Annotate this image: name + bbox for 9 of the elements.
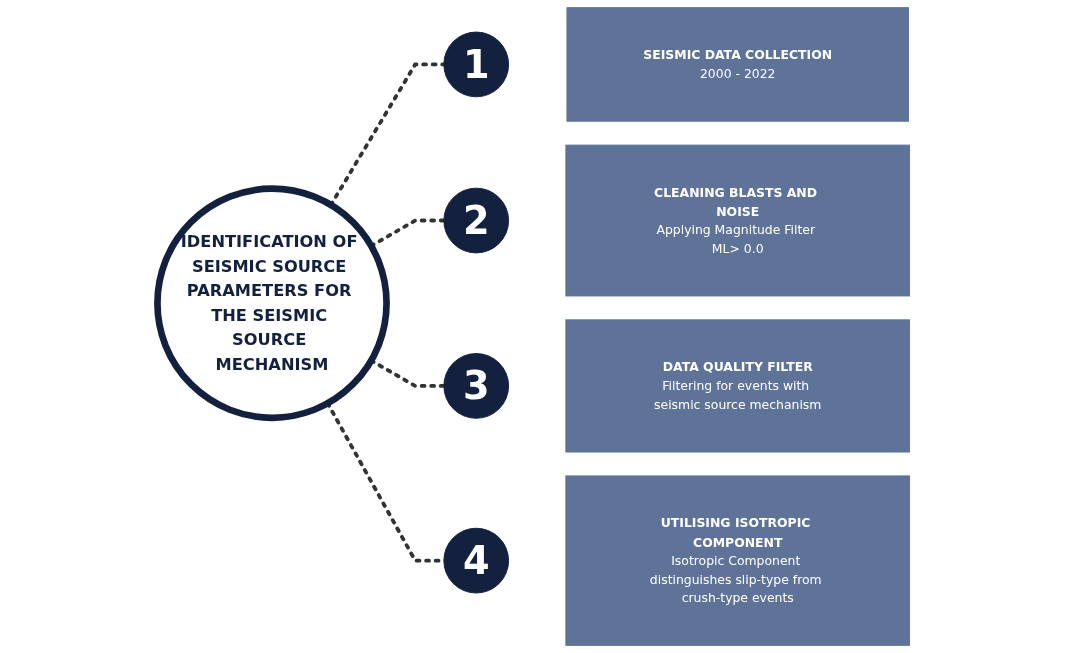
node-circle <box>443 31 510 98</box>
node-circle <box>443 353 510 419</box>
node-box <box>566 7 909 122</box>
node-box <box>565 475 911 646</box>
node-circle <box>443 527 510 594</box>
node-box <box>565 319 911 453</box>
node-circle <box>154 185 390 422</box>
node-circle <box>443 187 510 254</box>
node-box <box>565 144 911 297</box>
